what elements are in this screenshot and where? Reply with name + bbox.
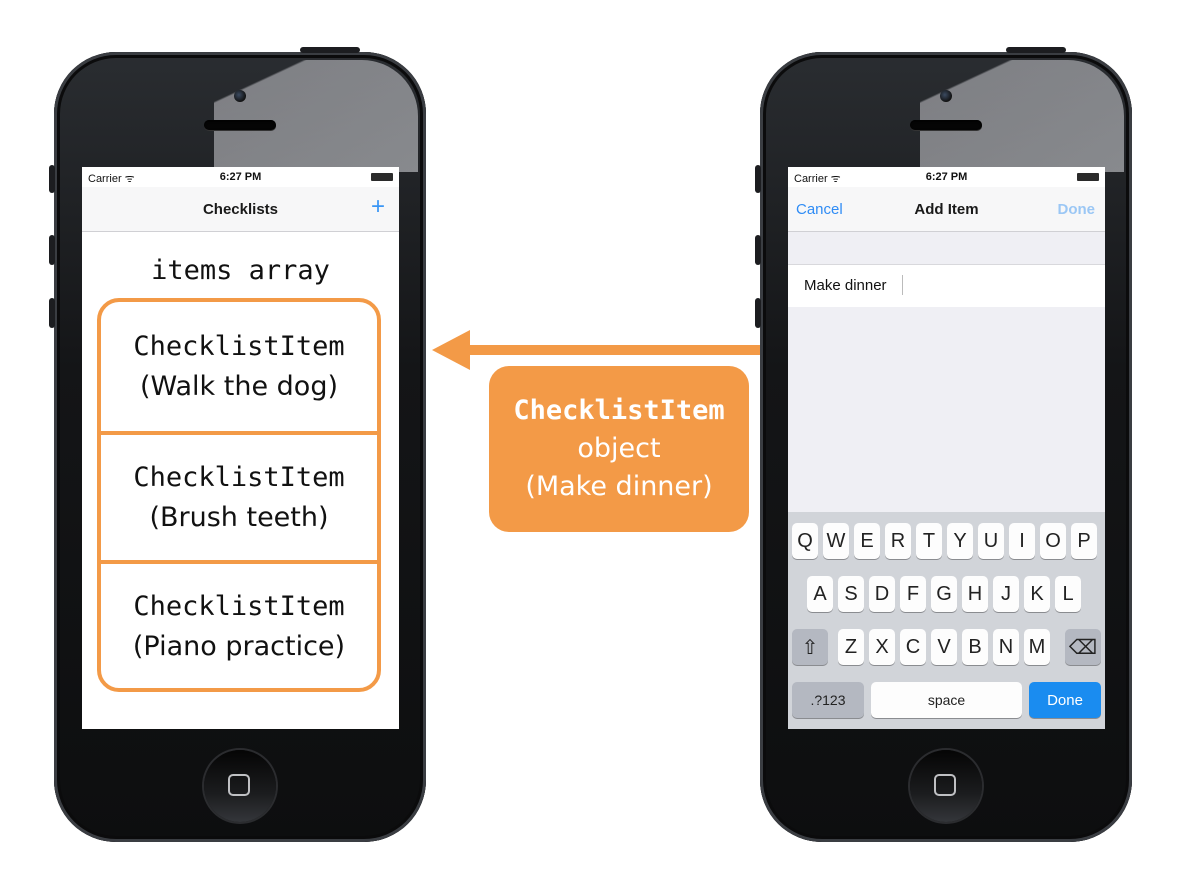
space-key[interactable]: space	[871, 682, 1022, 718]
key-j[interactable]: J	[993, 576, 1019, 612]
volume-down-button	[755, 298, 761, 328]
keyboard-done-key[interactable]: Done	[1029, 682, 1101, 718]
key-x[interactable]: X	[869, 629, 895, 665]
key-v[interactable]: V	[931, 629, 957, 665]
camera-icon	[940, 90, 952, 102]
delete-key[interactable]: ⌫	[1065, 629, 1101, 665]
shift-key[interactable]: ⇧	[792, 629, 828, 665]
page-title: Add Item	[914, 201, 979, 218]
item-text: (Brush teeth)	[149, 501, 329, 533]
table-background	[788, 307, 1105, 512]
phone-gloss	[920, 60, 1124, 172]
numbers-key[interactable]: .?123	[792, 682, 864, 718]
key-d[interactable]: D	[869, 576, 895, 612]
key-l[interactable]: L	[1055, 576, 1081, 612]
callout-object: object	[577, 433, 661, 464]
status-time: 6:27 PM	[925, 171, 968, 183]
status-bar: Carrier ᯤ 6:27 PM	[82, 167, 399, 187]
key-c[interactable]: C	[900, 629, 926, 665]
speaker-grille	[204, 120, 276, 130]
carrier-label: Carrier ᯤ	[794, 173, 841, 185]
nav-bar: Checklists +	[82, 187, 399, 232]
key-k[interactable]: K	[1024, 576, 1050, 612]
home-square-icon	[228, 774, 250, 796]
item-type: ChecklistItem	[133, 330, 345, 362]
item-type: ChecklistItem	[133, 590, 345, 622]
key-q[interactable]: Q	[792, 523, 818, 559]
right-screen: Carrier ᯤ 6:27 PM Cancel Add Item Done M…	[788, 167, 1105, 729]
page-title: Checklists	[202, 201, 279, 218]
key-p[interactable]: P	[1071, 523, 1097, 559]
list-item[interactable]: ChecklistItem (Piano practice)	[101, 560, 377, 688]
key-o[interactable]: O	[1040, 523, 1066, 559]
speaker-grille	[910, 120, 982, 130]
home-square-icon	[934, 774, 956, 796]
volume-up-button	[755, 235, 761, 265]
arrow-left-icon	[432, 330, 470, 370]
callout-box: ChecklistItem object (Make dinner)	[489, 366, 749, 532]
key-i[interactable]: I	[1009, 523, 1035, 559]
power-button	[1006, 47, 1066, 53]
key-y[interactable]: Y	[947, 523, 973, 559]
arrow-shaft	[466, 345, 846, 355]
status-time: 6:27 PM	[219, 171, 262, 183]
key-s[interactable]: S	[838, 576, 864, 612]
item-text: (Piano practice)	[132, 630, 346, 662]
key-t[interactable]: T	[916, 523, 942, 559]
text-caret	[902, 275, 903, 295]
carrier-label: Carrier ᯤ	[88, 173, 135, 185]
phone-gloss	[214, 60, 418, 172]
keyboard: Q W E R T Y U I O P A S D F G H J K L ⇧ …	[788, 512, 1105, 729]
list-item[interactable]: ChecklistItem (Brush teeth)	[101, 431, 377, 560]
left-phone: Carrier ᯤ 6:27 PM Checklists + items arr…	[54, 52, 426, 842]
key-z[interactable]: Z	[838, 629, 864, 665]
add-button[interactable]: +	[370, 193, 385, 220]
key-g[interactable]: G	[931, 576, 957, 612]
section-spacer	[788, 232, 1105, 264]
left-screen: Carrier ᯤ 6:27 PM Checklists + items arr…	[82, 167, 399, 729]
battery-icon	[371, 173, 393, 181]
item-text: (Walk the dog)	[140, 370, 338, 402]
status-bar: Carrier ᯤ 6:27 PM	[788, 167, 1105, 187]
items-array-box: ChecklistItem (Walk the dog) ChecklistIt…	[97, 298, 381, 692]
key-h[interactable]: H	[962, 576, 988, 612]
key-u[interactable]: U	[978, 523, 1004, 559]
key-m[interactable]: M	[1024, 629, 1050, 665]
callout-value: (Make dinner)	[525, 471, 713, 502]
key-e[interactable]: E	[854, 523, 880, 559]
nav-bar: Cancel Add Item Done	[788, 187, 1105, 232]
key-n[interactable]: N	[993, 629, 1019, 665]
cancel-button[interactable]: Cancel	[796, 201, 843, 218]
volume-up-button	[49, 235, 55, 265]
right-phone: Carrier ᯤ 6:27 PM Cancel Add Item Done M…	[760, 52, 1132, 842]
mute-switch	[49, 165, 55, 193]
volume-down-button	[49, 298, 55, 328]
key-a[interactable]: A	[807, 576, 833, 612]
key-r[interactable]: R	[885, 523, 911, 559]
text-field-value: Make dinner	[804, 277, 887, 294]
mute-switch	[755, 165, 761, 193]
home-button[interactable]	[204, 750, 276, 822]
items-array-label: items array	[151, 255, 330, 286]
key-f[interactable]: F	[900, 576, 926, 612]
key-w[interactable]: W	[823, 523, 849, 559]
power-button	[300, 47, 360, 53]
battery-icon	[1077, 173, 1099, 181]
done-button[interactable]: Done	[1057, 201, 1096, 218]
item-type: ChecklistItem	[133, 461, 345, 493]
callout-type: ChecklistItem	[513, 395, 725, 426]
list-item[interactable]: ChecklistItem (Walk the dog)	[101, 302, 377, 431]
item-text-field[interactable]: Make dinner	[788, 264, 1105, 308]
camera-icon	[234, 90, 246, 102]
home-button[interactable]	[910, 750, 982, 822]
key-b[interactable]: B	[962, 629, 988, 665]
